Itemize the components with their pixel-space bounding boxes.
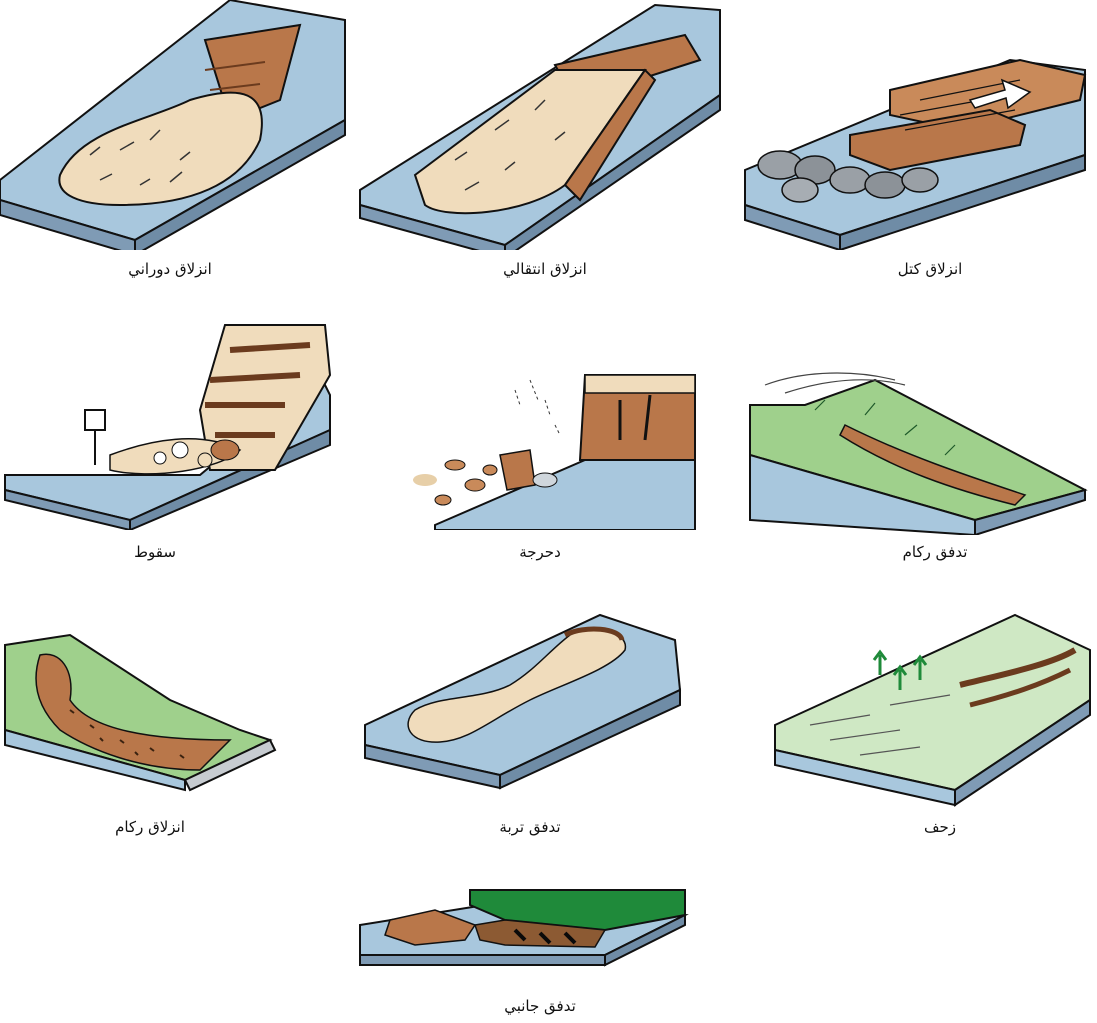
caption-creep: زحف (910, 818, 970, 836)
translational-slide-illustration (355, 0, 725, 250)
caption-block-slide: انزلاق كتل (860, 260, 1000, 278)
rotational-slide-illustration (0, 0, 370, 250)
block-slide-illustration (740, 40, 1090, 250)
creep-illustration (770, 610, 1095, 810)
debris-flow-illustration (745, 365, 1095, 535)
debris-slide-illustration (0, 630, 290, 795)
caption-debris-flow: تدفق ركام (870, 543, 1000, 561)
caption-earthflow: تدفق تربة (465, 818, 595, 836)
caption-lateral-spread: تدفق جانبي (475, 997, 605, 1015)
caption-fall: سقوط (115, 543, 195, 561)
earthflow-illustration (360, 610, 705, 790)
caption-rotational-slide: انزلاق دوراني (90, 260, 250, 278)
lateral-spread-illustration (355, 885, 695, 975)
caption-topple: دحرجة (500, 543, 580, 561)
fall-illustration (0, 320, 340, 530)
caption-debris-slide: انزلاق ركام (80, 818, 220, 836)
topple-illustration (395, 370, 705, 530)
caption-translational-slide: انزلاق انتقالي (465, 260, 625, 278)
